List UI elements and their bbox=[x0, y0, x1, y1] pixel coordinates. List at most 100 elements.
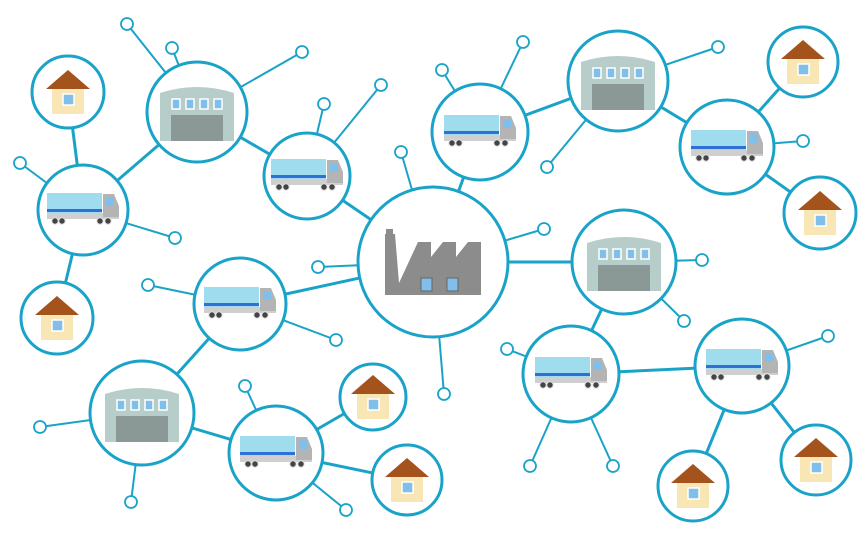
truck-node bbox=[36, 163, 130, 257]
cargo-box bbox=[204, 287, 259, 307]
wheel bbox=[710, 373, 718, 381]
wheel bbox=[328, 183, 336, 191]
window bbox=[130, 399, 140, 411]
chassis bbox=[47, 213, 119, 219]
window bbox=[814, 214, 827, 227]
house-node bbox=[766, 25, 840, 99]
wheel bbox=[763, 373, 771, 381]
window bbox=[634, 67, 644, 79]
window bbox=[401, 481, 414, 494]
stripe bbox=[444, 131, 499, 134]
stub-endpoint bbox=[523, 459, 537, 473]
warehouse-icon bbox=[160, 87, 234, 141]
house-roof bbox=[671, 464, 715, 483]
stripe bbox=[706, 365, 761, 368]
stripe bbox=[240, 452, 295, 455]
wheel bbox=[297, 460, 305, 468]
warehouse-door bbox=[116, 416, 168, 442]
window bbox=[626, 248, 636, 260]
wheel bbox=[282, 183, 290, 191]
house-roof bbox=[385, 458, 429, 477]
wheel bbox=[493, 139, 501, 147]
truck-node bbox=[693, 317, 791, 415]
window bbox=[199, 98, 209, 110]
wheel bbox=[320, 183, 328, 191]
house-node bbox=[370, 443, 444, 517]
chassis bbox=[535, 377, 607, 383]
wheel bbox=[104, 217, 112, 225]
chassis bbox=[240, 456, 312, 462]
wheel bbox=[208, 311, 216, 319]
cargo-box bbox=[706, 349, 761, 369]
stub-endpoint bbox=[537, 222, 551, 236]
house-icon bbox=[781, 40, 825, 84]
stub-endpoint bbox=[677, 314, 691, 328]
chassis bbox=[691, 150, 763, 156]
truck-icon bbox=[706, 349, 778, 381]
house-icon bbox=[798, 191, 842, 235]
window bbox=[158, 399, 168, 411]
stub-endpoint bbox=[329, 333, 343, 347]
truck-icon bbox=[271, 159, 343, 191]
wheel bbox=[539, 381, 547, 389]
stub-endpoint bbox=[33, 420, 47, 434]
stub-endpoint bbox=[435, 63, 449, 77]
stub-endpoint bbox=[165, 41, 179, 55]
house-icon bbox=[351, 375, 395, 419]
cargo-box bbox=[444, 115, 499, 135]
truck-node bbox=[262, 131, 352, 221]
warehouse-door bbox=[592, 84, 644, 110]
window bbox=[51, 319, 64, 332]
stripe bbox=[691, 146, 746, 149]
house-icon bbox=[794, 438, 838, 482]
house-roof bbox=[46, 70, 90, 89]
cargo-box bbox=[691, 130, 746, 150]
cab-window bbox=[263, 291, 271, 300]
stripe bbox=[271, 175, 326, 178]
stub-endpoint bbox=[238, 379, 252, 393]
window bbox=[171, 98, 181, 110]
house-icon bbox=[671, 464, 715, 508]
truck-icon bbox=[535, 357, 607, 389]
stub-endpoint bbox=[711, 40, 725, 54]
warehouse-icon bbox=[581, 56, 655, 110]
truck-icon bbox=[444, 115, 516, 147]
house-node bbox=[19, 280, 95, 356]
stub-endpoint bbox=[124, 495, 138, 509]
cargo-box bbox=[535, 357, 590, 377]
wheel bbox=[253, 311, 261, 319]
cargo-box bbox=[271, 159, 326, 179]
stub-endpoint bbox=[540, 160, 554, 174]
wheel bbox=[448, 139, 456, 147]
window bbox=[598, 248, 608, 260]
warehouse-icon bbox=[587, 237, 661, 291]
warehouse-node bbox=[145, 60, 249, 164]
wheel bbox=[501, 139, 509, 147]
cab-window bbox=[299, 440, 307, 449]
window bbox=[116, 399, 126, 411]
wheel bbox=[261, 311, 269, 319]
chassis bbox=[444, 135, 516, 141]
truck-node bbox=[227, 404, 325, 502]
wheel bbox=[740, 154, 748, 162]
wheel bbox=[717, 373, 725, 381]
wheel bbox=[289, 460, 297, 468]
wheel bbox=[275, 183, 283, 191]
window bbox=[213, 98, 223, 110]
house-icon bbox=[35, 296, 79, 340]
window bbox=[144, 399, 154, 411]
window bbox=[620, 67, 630, 79]
stub-endpoint bbox=[374, 78, 388, 92]
wheel bbox=[755, 373, 763, 381]
house-roof bbox=[35, 296, 79, 315]
wheel bbox=[244, 460, 252, 468]
house-node bbox=[779, 423, 853, 497]
stub-endpoint bbox=[821, 329, 835, 343]
stripe bbox=[47, 209, 102, 212]
chassis bbox=[271, 179, 343, 185]
window bbox=[367, 398, 380, 411]
chassis bbox=[706, 369, 778, 375]
cab-window bbox=[106, 197, 114, 206]
house-node bbox=[30, 54, 106, 130]
